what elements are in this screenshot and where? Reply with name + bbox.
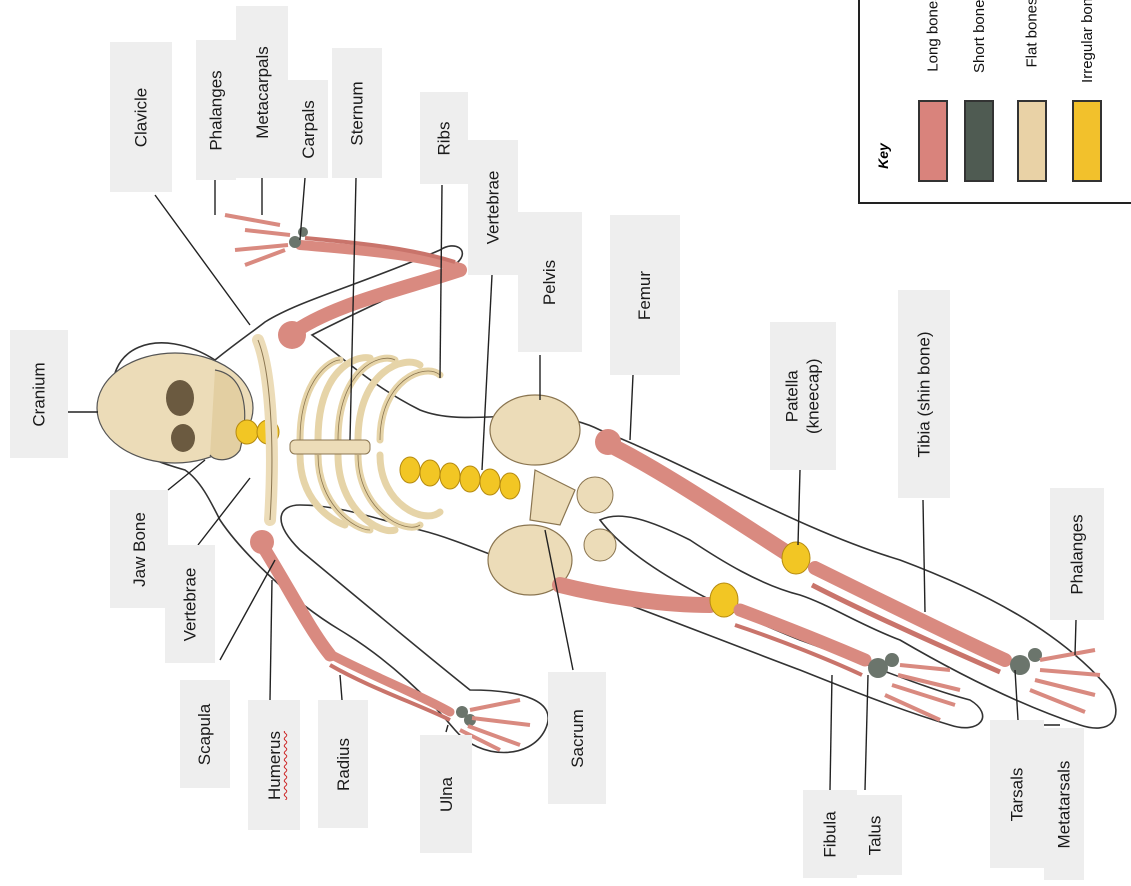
label-clavicle: Clavicle xyxy=(110,42,172,192)
label-cranium: Cranium xyxy=(10,330,68,458)
label-sacrum: Sacrum xyxy=(548,672,606,804)
label-tibia: Tibia (shin bone) xyxy=(898,290,950,498)
label-text: Cranium xyxy=(31,362,48,426)
key-label-irregular-bones: Irregular bones xyxy=(1076,0,1098,92)
key-swatch-short-bones xyxy=(964,100,994,182)
label-text: Phalanges xyxy=(1069,514,1086,594)
label-phalanges-foot: Phalanges xyxy=(1050,488,1104,620)
label-jaw-bone: Jaw Bone xyxy=(110,490,168,608)
label-text: Metatarsals xyxy=(1056,760,1073,848)
key-swatch-flat-bones xyxy=(1017,100,1047,182)
label-talus: Talus xyxy=(848,795,902,875)
key-title-text: Key xyxy=(875,143,891,169)
label-vertebrae-upper: Vertebrae xyxy=(165,545,215,663)
lumbar-vertebrae xyxy=(400,457,520,499)
label-radius: Radius xyxy=(318,700,368,828)
label-ulna: Ulna xyxy=(420,735,472,853)
key-label-text: Flat bones xyxy=(1024,0,1041,67)
label-text: Ulna xyxy=(438,777,455,812)
label-femur: Femur xyxy=(610,215,680,375)
label-pelvis: Pelvis xyxy=(518,212,582,352)
label-text: Humerus xyxy=(266,731,283,800)
label-text: Metacarpals xyxy=(254,46,271,139)
key-title: Key xyxy=(872,126,894,186)
hand-bones-top xyxy=(225,215,308,265)
label-carpals: Carpals xyxy=(288,80,328,178)
pelvis-bone xyxy=(490,395,580,465)
key-label-text: Long bones xyxy=(925,0,942,71)
label-text: Talus xyxy=(867,815,884,855)
label-text: Sternum xyxy=(349,81,366,145)
label-tarsals: Tarsals xyxy=(990,720,1044,868)
label-phalanges-hand: Phalanges xyxy=(196,40,236,180)
label-text: Vertebrae xyxy=(485,171,502,245)
label-text: Tibia (shin bone) xyxy=(916,331,933,457)
label-vertebrae-lower: Vertebrae xyxy=(468,140,518,275)
label-text: Phalanges xyxy=(208,70,225,150)
label-text: Jaw Bone xyxy=(131,512,148,587)
eye-socket xyxy=(166,380,194,416)
label-humerus: Humerus xyxy=(248,700,300,830)
label-text: Fibula xyxy=(822,811,839,857)
label-metatarsals: Metatarsals xyxy=(1044,728,1084,880)
label-metacarpals: Metacarpals xyxy=(236,6,288,178)
label-text: Vertebrae xyxy=(182,567,199,641)
key-label-flat-bones: Flat bones xyxy=(1021,0,1043,92)
key-label-long-bones: Long bones xyxy=(922,0,944,92)
label-text: Tarsals xyxy=(1008,767,1025,821)
label-ribs: Ribs xyxy=(420,92,468,184)
sacrum-bone xyxy=(530,470,575,525)
label-text: Clavicle xyxy=(133,87,150,147)
key-label-text: Irregular bones xyxy=(1079,0,1096,82)
sternum-bone xyxy=(290,440,370,454)
key-swatch-long-bones xyxy=(918,100,948,182)
eye-socket xyxy=(171,424,195,452)
patella-bone xyxy=(782,542,810,574)
label-text: Carpals xyxy=(300,100,317,159)
label-text: Pelvis xyxy=(541,259,558,304)
foot-bones-bottom xyxy=(868,653,960,720)
label-sternum: Sternum xyxy=(332,48,382,178)
label-text: Femur xyxy=(637,270,654,319)
label-text: Patella (kneecap) xyxy=(782,358,825,434)
label-text: Radius xyxy=(335,738,352,791)
label-scapula: Scapula xyxy=(180,680,230,788)
femur-bone xyxy=(610,445,790,555)
label-text: Ribs xyxy=(435,121,452,155)
key-swatch-irregular-bones xyxy=(1072,100,1102,182)
foot-bones-top xyxy=(1010,648,1100,712)
humerus-bone-top xyxy=(290,270,460,335)
label-text: Sacrum xyxy=(569,709,586,768)
label-patella: Patella (kneecap) xyxy=(770,322,836,470)
key-label-short-bones: Short bones xyxy=(968,0,990,92)
key-label-text: Short bones xyxy=(971,0,988,72)
label-text: Scapula xyxy=(197,703,214,764)
